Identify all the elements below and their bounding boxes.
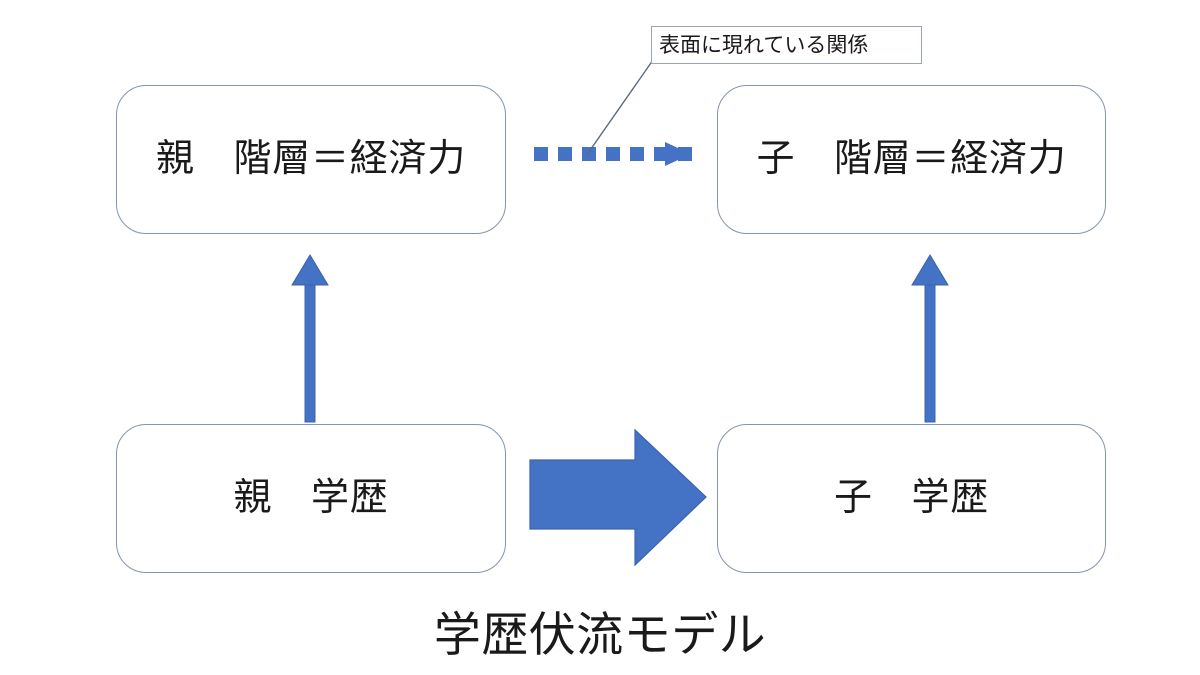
- node-parent-class[interactable]: 親 階層＝経済力: [116, 85, 506, 234]
- dotted-arrow-dash: [630, 147, 644, 161]
- dotted-arrow-top: [534, 142, 692, 166]
- node-child-class-label: 子 階層＝経済力: [756, 137, 1067, 180]
- node-child-edu[interactable]: 子 学歴: [717, 424, 1106, 573]
- node-child-class[interactable]: 子 階層＝経済力: [717, 85, 1106, 234]
- dotted-arrow-dash: [534, 147, 548, 161]
- arrow-shaft: [304, 275, 316, 423]
- arrow-parent-edu-to-parent-class: [291, 254, 329, 423]
- dotted-arrow-dash: [678, 147, 692, 161]
- node-parent-edu-label: 親 学歴: [233, 476, 389, 519]
- callout-leader-line: [585, 59, 654, 157]
- callout-label: 表面に現れている関係: [659, 33, 869, 57]
- block-arrow-parent-edu-to-child-edu: [529, 428, 707, 567]
- diagram-caption: 学歴伏流モデル: [0, 596, 1200, 665]
- callout-surface-relation[interactable]: 表面に現れている関係: [651, 26, 922, 64]
- node-parent-class-label: 親 階層＝経済力: [155, 137, 467, 180]
- arrow-head: [291, 254, 329, 286]
- arrow-child-edu-to-child-class: [911, 254, 949, 423]
- arrow-head: [911, 254, 949, 286]
- dotted-arrow-dash: [606, 147, 620, 161]
- node-child-edu-label: 子 学歴: [833, 476, 990, 519]
- dotted-arrow-dash: [558, 147, 572, 161]
- diagram-title: 学歴伏流モデル: [433, 608, 767, 661]
- dotted-arrow-head: [665, 142, 691, 166]
- node-parent-edu[interactable]: 親 学歴: [116, 424, 506, 573]
- dotted-arrow-dash: [582, 147, 596, 161]
- dotted-arrow-dash: [654, 147, 668, 161]
- arrow-shaft: [924, 275, 936, 423]
